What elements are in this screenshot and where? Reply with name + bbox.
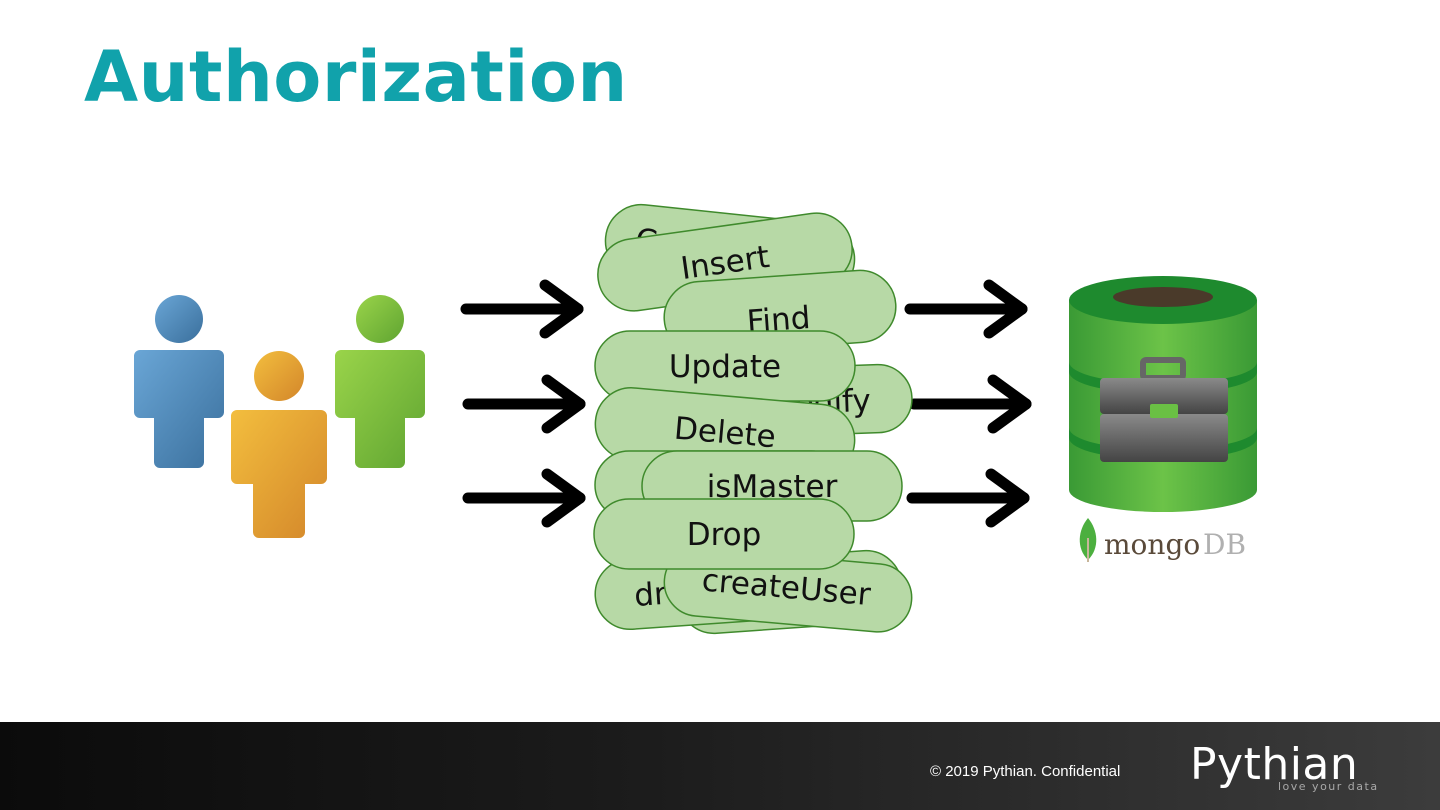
operation-label-delete: Delete (673, 411, 778, 456)
pythian-logo: Pythian love your data (1190, 740, 1380, 800)
authorization-diagram: C Insert Find ...odify Update Delete isM… (134, 203, 1257, 635)
brand-name: Pythian (1190, 739, 1359, 790)
footer: © 2019 Pythian. Confidential Pythian lov… (0, 722, 1440, 810)
copyright-text: © 2019 Pythian. Confidential (930, 763, 1121, 780)
arrow-right-icon (908, 374, 1032, 434)
mongodb-logo-text: mongo (1104, 528, 1200, 561)
user-orange-head (254, 351, 304, 401)
operation-pill-update: Update (594, 330, 856, 402)
arrow-right-icon (462, 374, 586, 434)
brand-tagline: love your data (1278, 780, 1379, 793)
users-icon (134, 295, 425, 538)
database-icon (1069, 276, 1257, 512)
mongodb-logo-text-db: DB (1203, 528, 1246, 561)
user-green-head (356, 295, 404, 343)
toolbox-icon (1100, 357, 1228, 462)
arrows-left (460, 279, 586, 528)
arrow-right-icon (460, 279, 584, 339)
operation-label-drop: Drop (687, 517, 762, 553)
slide-title: Authorization (84, 36, 628, 118)
arrow-right-icon (906, 468, 1030, 528)
user-green-body (335, 350, 425, 468)
arrow-right-icon (904, 279, 1028, 339)
operation-label-dr: dr (633, 576, 668, 614)
arrows-right (904, 279, 1032, 528)
user-blue-head (155, 295, 203, 343)
user-orange-body (231, 410, 327, 538)
mongodb-logo: mongo DB (1079, 518, 1246, 562)
arrow-right-icon (462, 468, 586, 528)
operations-stack: C Insert Find ...odify Update Delete isM… (593, 203, 913, 635)
operation-pill-drop: Drop (593, 498, 855, 570)
operation-label-update: Update (669, 349, 781, 385)
user-blue-body (134, 350, 224, 468)
